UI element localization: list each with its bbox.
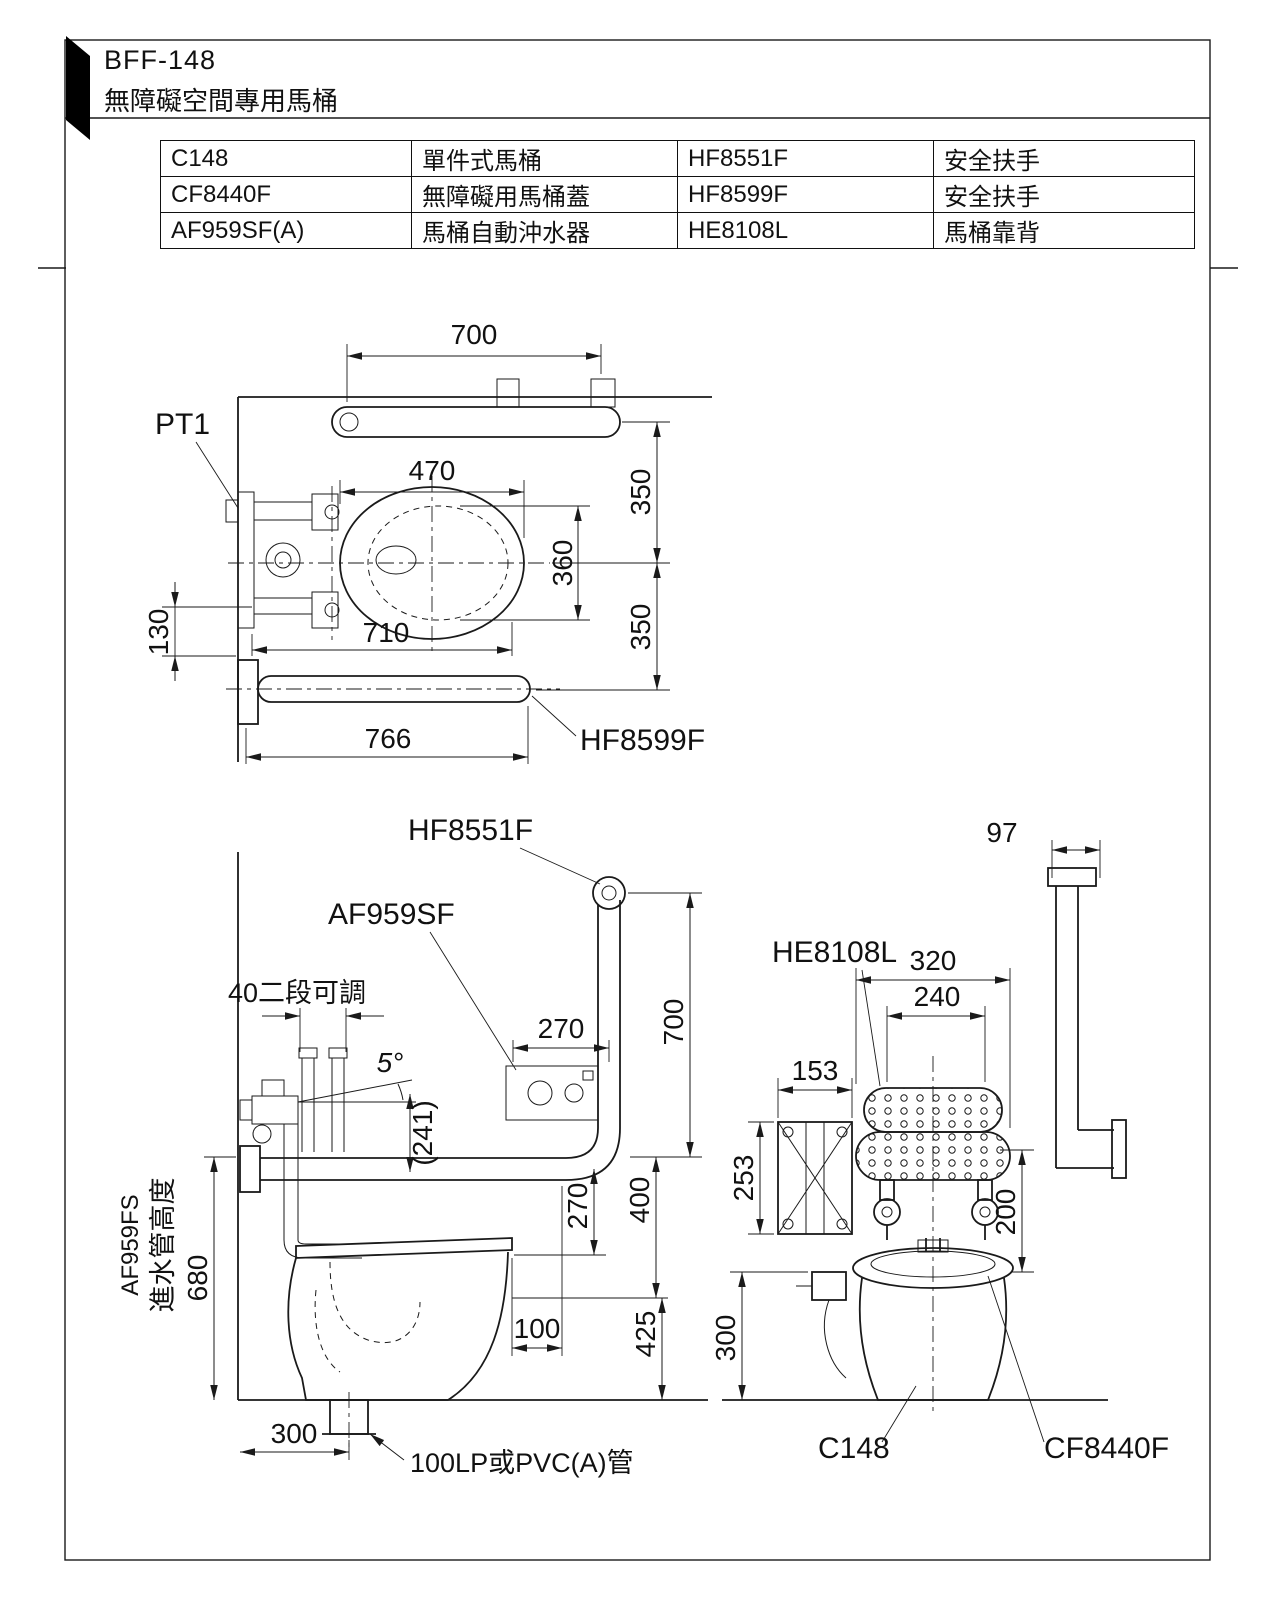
dim-710: 710 bbox=[251, 617, 513, 656]
part-code-cell: C148 bbox=[160, 140, 412, 177]
dim-270-side: 270 bbox=[514, 1169, 606, 1256]
part-code-cell: AF959SF(A) bbox=[160, 212, 412, 249]
side-view: HF8551F AF959SF 270 700 bbox=[117, 814, 708, 1478]
dim-240-text: 240 bbox=[914, 981, 961, 1012]
inlet-code-label: AF959FS bbox=[117, 1194, 144, 1295]
dim-200-text: 200 bbox=[990, 1189, 1021, 1236]
flush-valve-plan bbox=[225, 486, 340, 640]
dim-40-adjust bbox=[262, 1008, 384, 1052]
adjustable-inlet-pipes bbox=[298, 1047, 348, 1152]
dim-253: 253 bbox=[728, 1121, 774, 1235]
dim-270-side-text: 270 bbox=[562, 1183, 593, 1230]
grab-bar-plan bbox=[331, 378, 621, 438]
drain-pipe-label: 100LP或PVC(A)管 bbox=[410, 1448, 634, 1478]
dim-100-text: 100 bbox=[514, 1313, 561, 1344]
backrest-he8108l bbox=[855, 1087, 1011, 1240]
dim-270-box: 270 bbox=[512, 1013, 610, 1062]
model-number: BFF-148 bbox=[104, 45, 217, 75]
dim-240: 240 bbox=[886, 981, 986, 1082]
toilet-front bbox=[796, 1238, 1014, 1401]
title-block: BFF-148 無障礙空間專用馬桶 bbox=[104, 42, 338, 120]
dim-766-text: 766 bbox=[365, 723, 412, 754]
dim-320: 320 bbox=[855, 945, 1011, 1128]
dim-350-lower-text: 350 bbox=[625, 604, 656, 651]
part-code-cell: HF8599F bbox=[677, 176, 934, 213]
c148-label: C148 bbox=[818, 1432, 890, 1465]
grab-bar-hf8551f-side bbox=[239, 876, 626, 1193]
flush-valve-side bbox=[239, 1079, 362, 1259]
table-row: AF959SF(A) 馬桶自動沖水器 HE8108L 馬桶靠背 bbox=[160, 212, 1195, 249]
dim-300-front: 300 bbox=[710, 1271, 808, 1400]
dim-400: 400 bbox=[512, 1157, 668, 1299]
dim-400-text: 400 bbox=[624, 1177, 655, 1224]
dim-470: 470 bbox=[339, 455, 525, 538]
adjustable-label: 40二段可調 bbox=[228, 978, 366, 1008]
cf8440f-label: CF8440F bbox=[1044, 1432, 1169, 1465]
dim-700-plan-text: 700 bbox=[451, 319, 498, 350]
dim-350-upper-text: 350 bbox=[625, 469, 656, 516]
drawing-title: 無障礙空間專用馬桶 bbox=[104, 86, 339, 117]
sheet-frame bbox=[38, 36, 1238, 1561]
dim-700-side-text: 700 bbox=[658, 999, 689, 1046]
dim-425-text: 425 bbox=[630, 1311, 661, 1358]
part-desc-cell: 馬桶靠背 bbox=[933, 212, 1195, 249]
dim-350-pair: 350 350 bbox=[536, 421, 670, 691]
toilet-bowl-plan bbox=[228, 476, 550, 654]
dim-766: 766 bbox=[245, 706, 529, 764]
dim-130-text: 130 bbox=[143, 609, 174, 656]
part-code-cell: HF8551F bbox=[677, 140, 934, 177]
part-desc-cell: 安全扶手 bbox=[933, 176, 1195, 213]
table-row: CF8440F 無障礙用馬桶蓋 HF8599F 安全扶手 bbox=[160, 176, 1195, 213]
dim-700-side: 700 bbox=[628, 892, 702, 1158]
front-view: 97 HE8108L 320 240 bbox=[710, 817, 1169, 1465]
table-row: C148 單件式馬桶 HF8551F 安全扶手 bbox=[160, 140, 1195, 177]
dim-300-side: 300 bbox=[240, 1418, 350, 1460]
grab-bar-hf8599f-plan bbox=[226, 659, 560, 725]
part-desc-cell: 馬桶自動沖水器 bbox=[411, 212, 678, 249]
dim-470-text: 470 bbox=[409, 455, 456, 486]
he8108l-label: HE8108L bbox=[772, 936, 897, 969]
dim-253-text: 253 bbox=[728, 1155, 759, 1202]
hf8551f-label: HF8551F bbox=[408, 814, 533, 847]
dim-241-text: (241) bbox=[407, 1100, 438, 1165]
hf8599f-label: HF8599F bbox=[580, 724, 705, 757]
dim-700-plan: 700 bbox=[346, 319, 602, 402]
pt1-label: PT1 bbox=[155, 408, 210, 441]
dim-100: 100 bbox=[511, 1186, 563, 1356]
dim-97: 97 bbox=[986, 817, 1101, 878]
part-code-cell: HE8108L bbox=[677, 212, 934, 249]
dim-97-text: 97 bbox=[986, 817, 1017, 848]
dim-680: 680 bbox=[182, 1156, 236, 1400]
part-desc-cell: 單件式馬桶 bbox=[411, 140, 678, 177]
dim-320-text: 320 bbox=[910, 945, 957, 976]
grab-bar-front bbox=[1047, 867, 1127, 1179]
part-desc-cell: 無障礙用馬桶蓋 bbox=[411, 176, 678, 213]
part-code-cell: CF8440F bbox=[160, 176, 412, 213]
dim-200: 200 bbox=[990, 1149, 1034, 1273]
af959sf-label: AF959SF bbox=[328, 898, 455, 931]
angle-5deg-text: 5° bbox=[377, 1047, 404, 1078]
plan-view: 700 PT1 bbox=[143, 319, 712, 764]
dim-153-text: 153 bbox=[792, 1055, 839, 1086]
corner-mark bbox=[66, 36, 90, 140]
dim-300-side-text: 300 bbox=[271, 1418, 318, 1449]
dim-300-front-text: 300 bbox=[710, 1315, 741, 1362]
wall-bracket bbox=[777, 1121, 853, 1235]
dim-270-box-text: 270 bbox=[538, 1013, 585, 1044]
angle-5deg: 5° bbox=[297, 1047, 416, 1103]
toilet-side-profile bbox=[287, 1237, 513, 1448]
parts-table: C148 單件式馬桶 HF8551F 安全扶手 CF8440F 無障礙用馬桶蓋 … bbox=[160, 140, 1195, 249]
dim-680-text: 680 bbox=[182, 1255, 213, 1302]
dim-153: 153 bbox=[777, 1055, 853, 1118]
flush-control-box bbox=[505, 1065, 599, 1121]
dim-130: 130 bbox=[143, 582, 252, 681]
dim-710-text: 710 bbox=[363, 617, 410, 648]
dim-425: 425 bbox=[630, 1298, 666, 1400]
inlet-height-label: 進水管高度 bbox=[148, 1178, 178, 1313]
part-desc-cell: 安全扶手 bbox=[933, 140, 1195, 177]
dim-241: (241) bbox=[406, 1094, 438, 1172]
